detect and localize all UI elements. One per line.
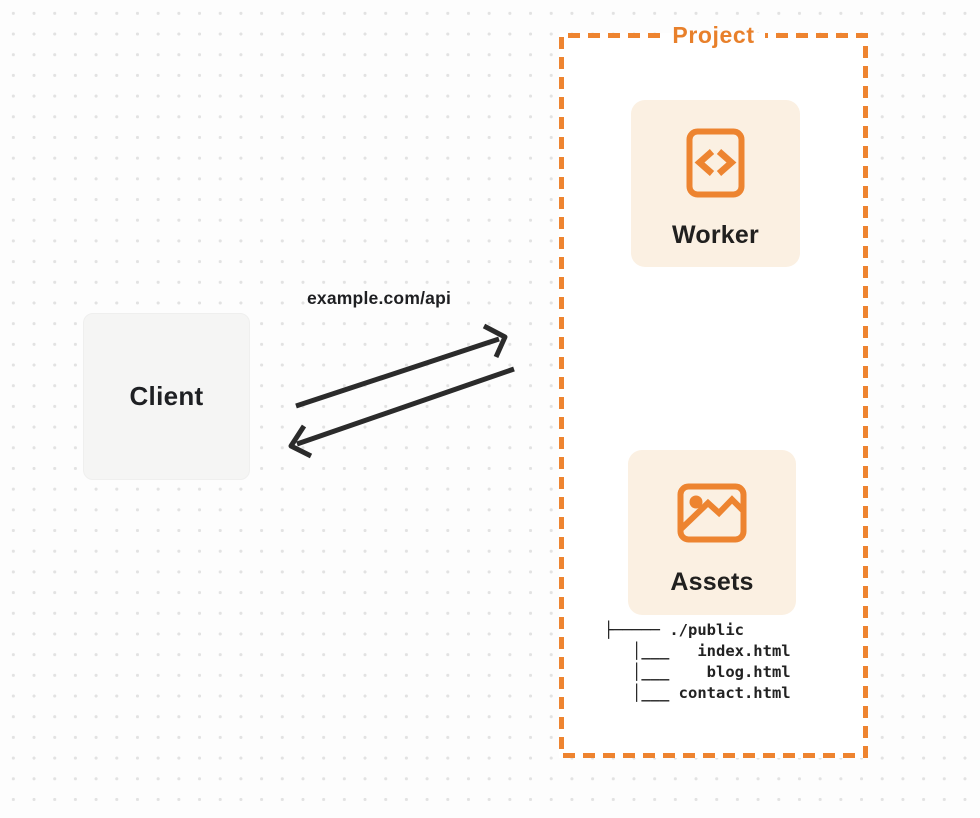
file-tree: ├───── ./public │___ index.html │___ blo… — [604, 620, 791, 704]
project-dashed-border — [559, 33, 868, 758]
assets-card: Assets — [628, 450, 796, 615]
project-title: Project — [672, 22, 755, 48]
image-icon — [677, 483, 747, 543]
file-tree-item: │___ blog.html — [604, 663, 791, 681]
file-tree-root: ├───── ./public — [604, 621, 744, 639]
code-file-icon — [686, 128, 745, 198]
worker-card: Worker — [631, 100, 800, 267]
client-label: Client — [129, 381, 204, 411]
request-arrow — [295, 323, 508, 409]
assets-label: Assets — [670, 568, 754, 596]
worker-label: Worker — [672, 221, 759, 249]
file-tree-item: │___ contact.html — [604, 684, 791, 702]
response-arrow — [288, 366, 515, 459]
client-node: Client — [83, 313, 250, 480]
file-tree-item: │___ index.html — [604, 642, 791, 660]
project-boundary: Project Worker Assets ├───── ./public │_… — [559, 22, 868, 758]
request-url-label: example.com/api — [307, 288, 452, 308]
